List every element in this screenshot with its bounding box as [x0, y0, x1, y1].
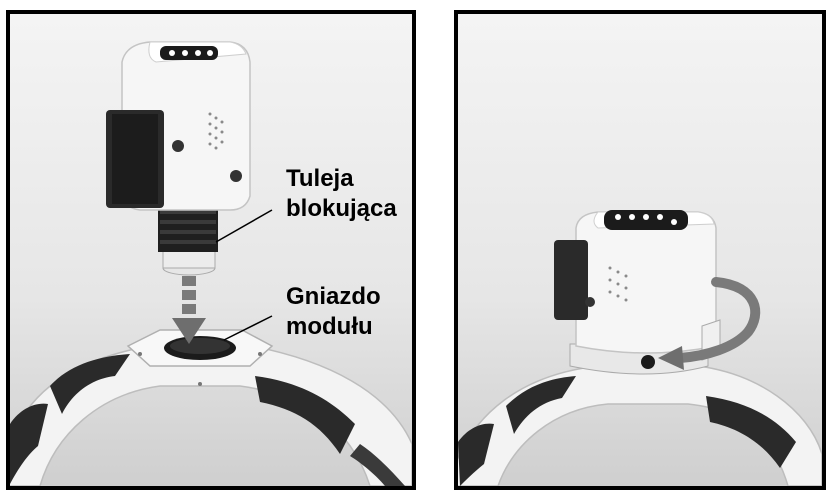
insert-arrow-icon [172, 276, 206, 344]
locking-sleeve-label-line1: Tuleja [286, 165, 354, 192]
socket-leader-line [223, 315, 273, 341]
module-socket [126, 329, 274, 386]
rotate-arrow-icon [658, 277, 761, 370]
installed-module [554, 210, 721, 375]
camera-module [106, 41, 251, 276]
right-illustration-panel [454, 10, 826, 490]
locking-sleeve-label: Tuleja blokująca [286, 164, 397, 224]
module-socket-label-line1: Gniazdo [286, 283, 381, 310]
headband [458, 365, 822, 486]
module-socket-label-line2: modułu [286, 313, 373, 340]
module-socket-label: Gniazdo modułu [286, 282, 381, 342]
locking-sleeve-label-line2: blokująca [286, 195, 397, 222]
module-insertion-illustration [10, 41, 412, 486]
module-locking-illustration [458, 210, 822, 486]
sleeve-leader-line [215, 209, 273, 243]
left-illustration-panel: Tuleja blokująca Gniazdo modułu [6, 10, 416, 490]
